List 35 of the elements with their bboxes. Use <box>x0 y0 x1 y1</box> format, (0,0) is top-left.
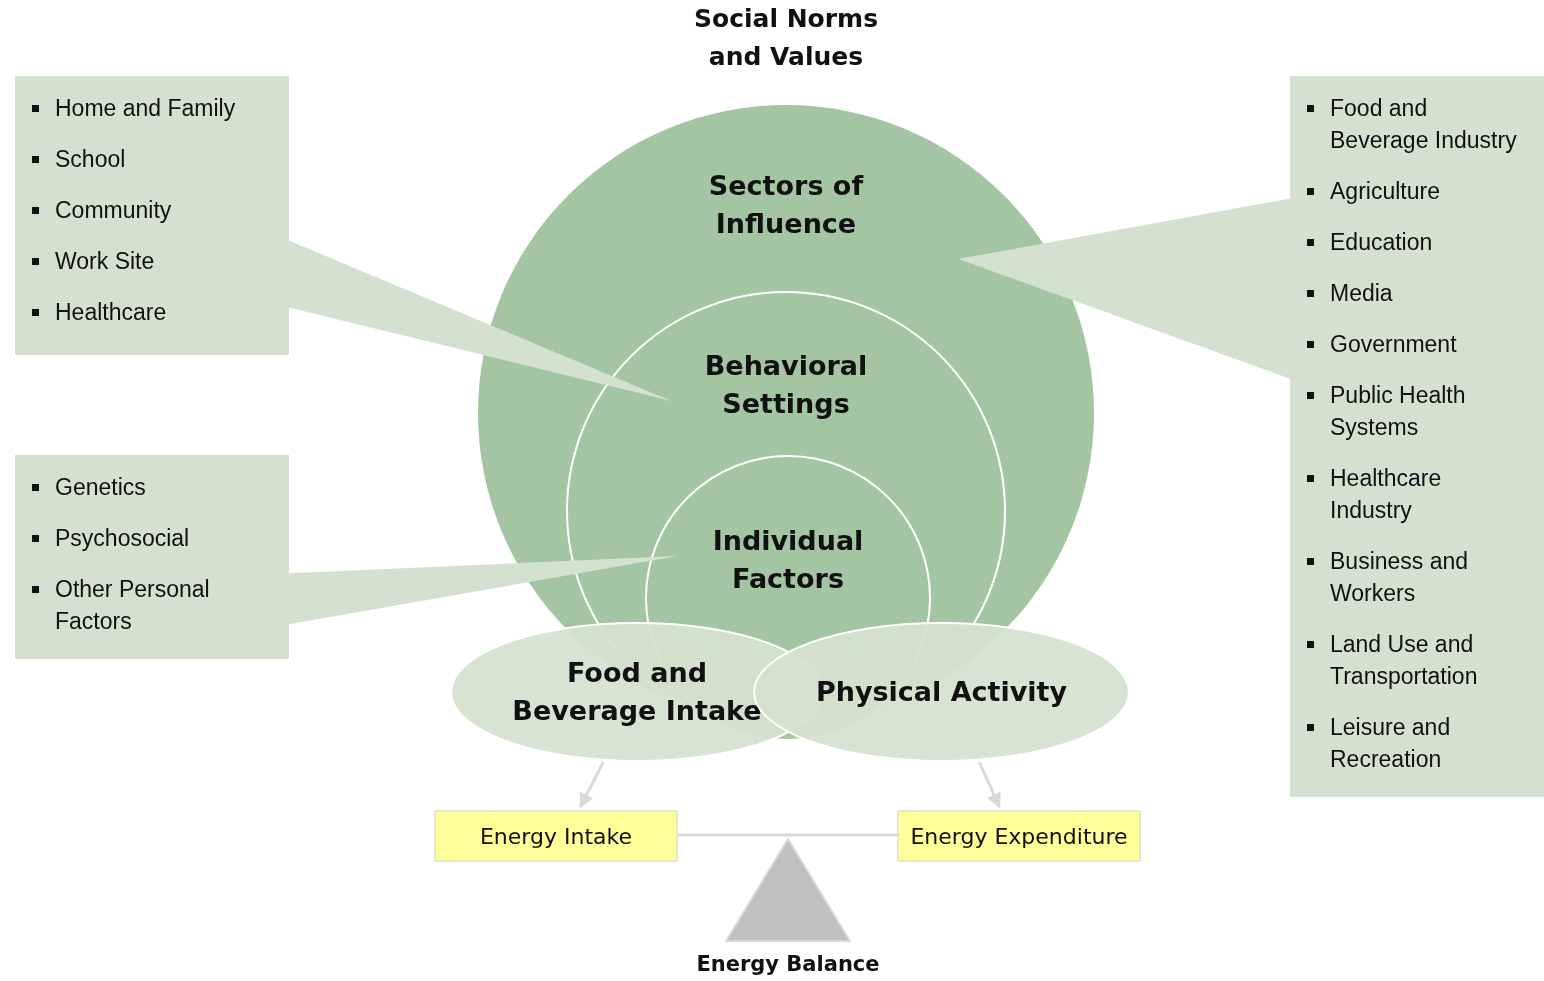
list-item: Community <box>55 197 172 223</box>
list-item: School <box>55 146 126 172</box>
circle-label: Sectors of Influence <box>707 169 865 241</box>
energy-box <box>434 810 678 862</box>
callout-box <box>15 455 289 659</box>
list-item: Genetics <box>55 474 146 500</box>
circle-label: Behavioral Settings <box>703 349 869 421</box>
box-label: Energy Expenditure <box>910 823 1128 849</box>
list-item: Agriculture <box>1330 178 1440 204</box>
list-item: Public Health Systems <box>1330 382 1466 440</box>
arrow <box>579 761 605 809</box>
ellipse-label: Physical Activity <box>814 675 1069 709</box>
callout-pointer <box>958 198 1290 379</box>
list-item: Business and Workers <box>1330 548 1469 606</box>
list-item: Food and Beverage Industry <box>1330 95 1517 153</box>
list-item: Government <box>1330 331 1457 357</box>
list-item: Media <box>1330 280 1393 306</box>
callout-box <box>15 76 289 355</box>
energy-box <box>897 810 1141 862</box>
box-label: Energy Intake <box>479 823 632 849</box>
balance-beam <box>678 833 897 837</box>
circle-label: Individual Factors <box>711 524 865 596</box>
ellipse-label: Food and Beverage Intake <box>511 656 763 728</box>
caption-label: Energy Balance <box>695 952 881 976</box>
list-item: Education <box>1330 229 1433 255</box>
list-item: Land Use and Transportation <box>1330 631 1478 689</box>
list-item: Healthcare <box>55 299 167 325</box>
list-item: Other Personal Factors <box>55 576 210 634</box>
list-item: Psychosocial <box>55 525 190 551</box>
heading-label: Social Norms and Values <box>692 3 880 73</box>
arrow <box>977 761 1001 809</box>
list-item: Home and Family <box>55 95 236 121</box>
list-item: Leisure and Recreation <box>1330 714 1451 772</box>
list-item: Healthcare Industry <box>1330 465 1442 523</box>
list-item: Work Site <box>55 248 155 274</box>
